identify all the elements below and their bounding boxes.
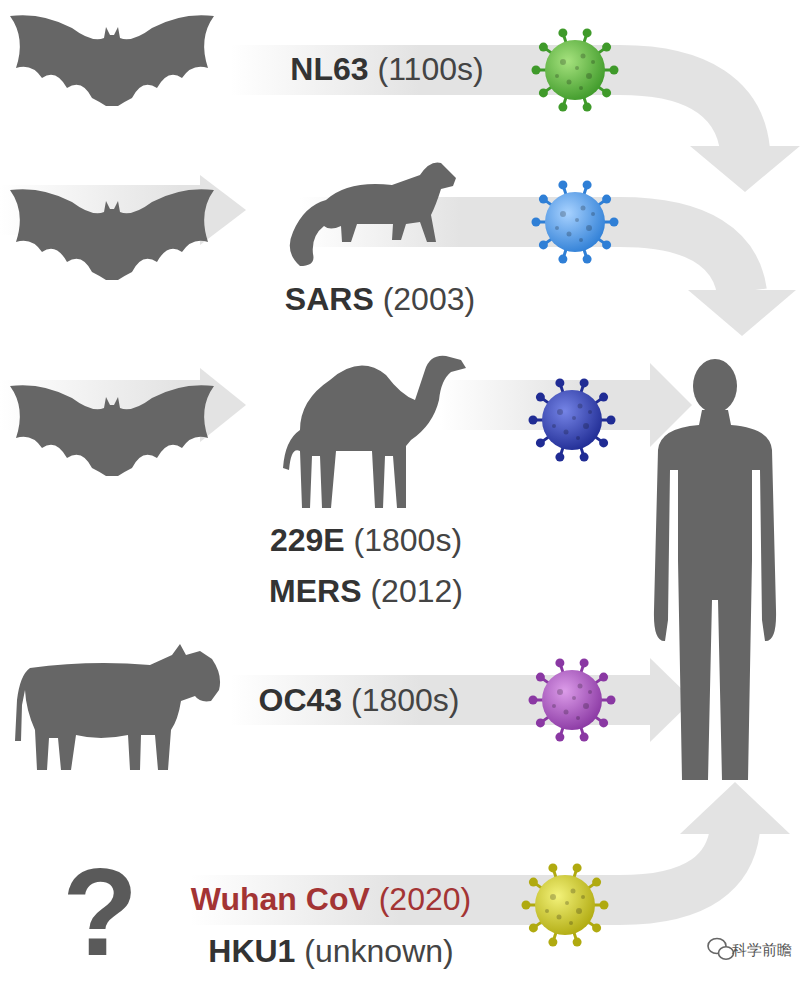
virus-name: OC43 (1800s)	[259, 683, 460, 718]
wechat-icon	[708, 939, 734, 960]
virus-blue	[532, 180, 619, 263]
virus-navy	[529, 378, 616, 461]
name-part: 229E	[270, 522, 345, 558]
virus-name: 229E (1800s)	[270, 523, 462, 558]
bat-silhouette	[10, 189, 214, 280]
virus-name: HKU1 (unknown)	[208, 934, 453, 969]
virus-name: SARS (2003)	[285, 282, 475, 317]
cow-silhouette	[15, 644, 220, 770]
date-part: (2020)	[370, 881, 471, 917]
date-part: (2003)	[374, 281, 475, 317]
virus-name: Wuhan CoV (2020)	[191, 882, 471, 917]
date-part: (1800s)	[345, 522, 462, 558]
name-part: NL63	[290, 51, 368, 87]
camel-silhouette	[283, 356, 466, 508]
arrow-head	[680, 782, 790, 834]
human-silhouette	[654, 359, 776, 780]
virus-yellow	[522, 863, 609, 946]
arrow-head	[690, 146, 800, 192]
bat-silhouette	[10, 385, 214, 476]
name-part: Wuhan CoV	[191, 881, 370, 917]
arrow-head	[688, 290, 796, 336]
date-part: (1100s)	[369, 51, 484, 87]
date-part: (1800s)	[342, 682, 459, 718]
civet-silhouette	[290, 163, 456, 267]
arrow-bands	[0, 70, 745, 900]
bat-silhouette	[10, 15, 214, 106]
virus-purple	[529, 658, 616, 741]
virus-name: NL63 (1100s)	[290, 52, 483, 87]
unknown-source-mark: ?	[62, 844, 138, 980]
date-part: (unknown)	[295, 933, 453, 969]
human-body	[654, 410, 776, 780]
name-part: OC43	[259, 682, 343, 718]
name-part: SARS	[285, 281, 374, 317]
arrow-head	[200, 175, 246, 245]
human-head	[693, 359, 737, 413]
date-part: (2012)	[362, 573, 463, 609]
watermark: 科学前瞻	[732, 942, 792, 959]
name-part: MERS	[269, 573, 361, 609]
animals	[10, 15, 466, 770]
virus-name: MERS (2012)	[269, 574, 463, 609]
virus-green	[532, 28, 619, 111]
arrow-head	[200, 368, 246, 442]
arrow-heads	[200, 146, 800, 834]
name-part: HKU1	[208, 933, 295, 969]
